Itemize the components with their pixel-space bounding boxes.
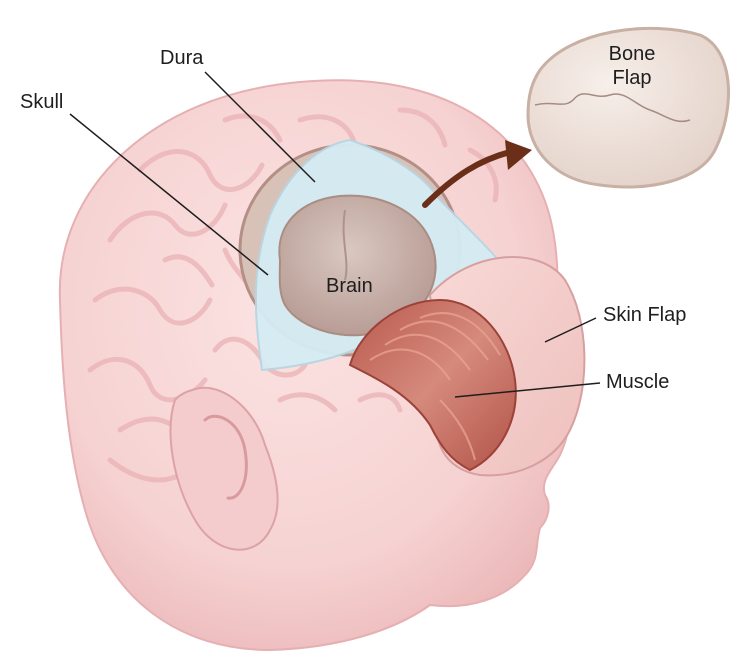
dura-label: Dura: [160, 46, 203, 70]
bone-flap-label-line1: Bone: [596, 42, 668, 66]
skin-flap-label: Skin Flap: [603, 303, 686, 327]
muscle-label: Muscle: [606, 370, 669, 394]
bone-flap-label: Bone Flap: [596, 42, 668, 90]
skull-label: Skull: [20, 90, 63, 114]
brain-label: Brain: [326, 274, 373, 298]
bone-flap-label-line2: Flap: [596, 66, 668, 90]
